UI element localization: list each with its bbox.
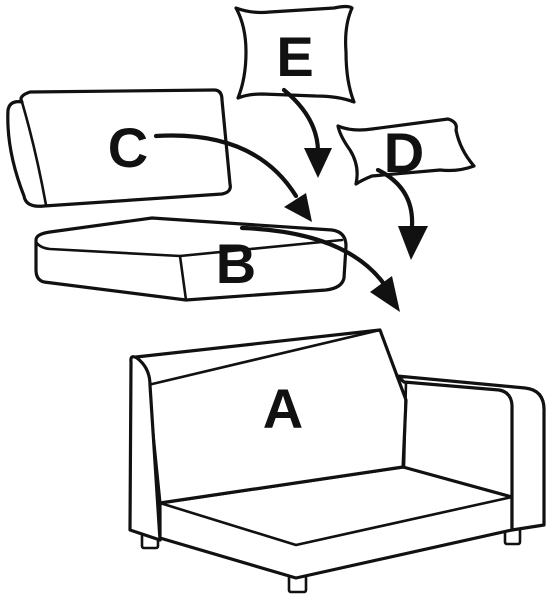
back-cushion-body: [6, 88, 232, 208]
arrow-b-path: [239, 225, 387, 287]
seat-cushion-b: [34, 216, 348, 302]
sofa-side-left: [128, 355, 162, 542]
pillow-e-body: [234, 4, 356, 104]
arrow-c-head: [284, 193, 312, 222]
pillow-e: [234, 4, 356, 104]
arrow-d-head: [398, 226, 428, 260]
label-d: D: [384, 121, 424, 184]
label-e: E: [276, 25, 313, 88]
seat-cushion-top-edge: [34, 238, 344, 258]
pillow-d: [336, 117, 476, 186]
sofa-armrest-joint: [402, 380, 408, 469]
sofa-armrest-right: [395, 374, 546, 532]
label-b: B: [216, 232, 256, 295]
seat-cushion-body: [34, 216, 348, 302]
arrow-e-path: [281, 87, 321, 155]
back-cushion-side-edge: [20, 100, 48, 207]
sofa-frame-a: [128, 328, 546, 594]
arrow-d-path: [375, 167, 415, 229]
pillow-d-body: [336, 117, 476, 186]
label-c: C: [108, 116, 148, 179]
sofa-base-edge: [158, 495, 514, 547]
arrow-e-head: [304, 148, 332, 178]
arrow-b-head: [370, 276, 400, 312]
seat-cushion-corner: [178, 254, 188, 302]
part-labels: A B C D E: [108, 25, 424, 440]
label-a: A: [263, 377, 303, 440]
sofa-back-top-edge: [146, 328, 382, 387]
arrow-c-path: [153, 133, 299, 199]
assembly-arrows: [153, 87, 428, 312]
back-cushion-c: [6, 88, 232, 208]
